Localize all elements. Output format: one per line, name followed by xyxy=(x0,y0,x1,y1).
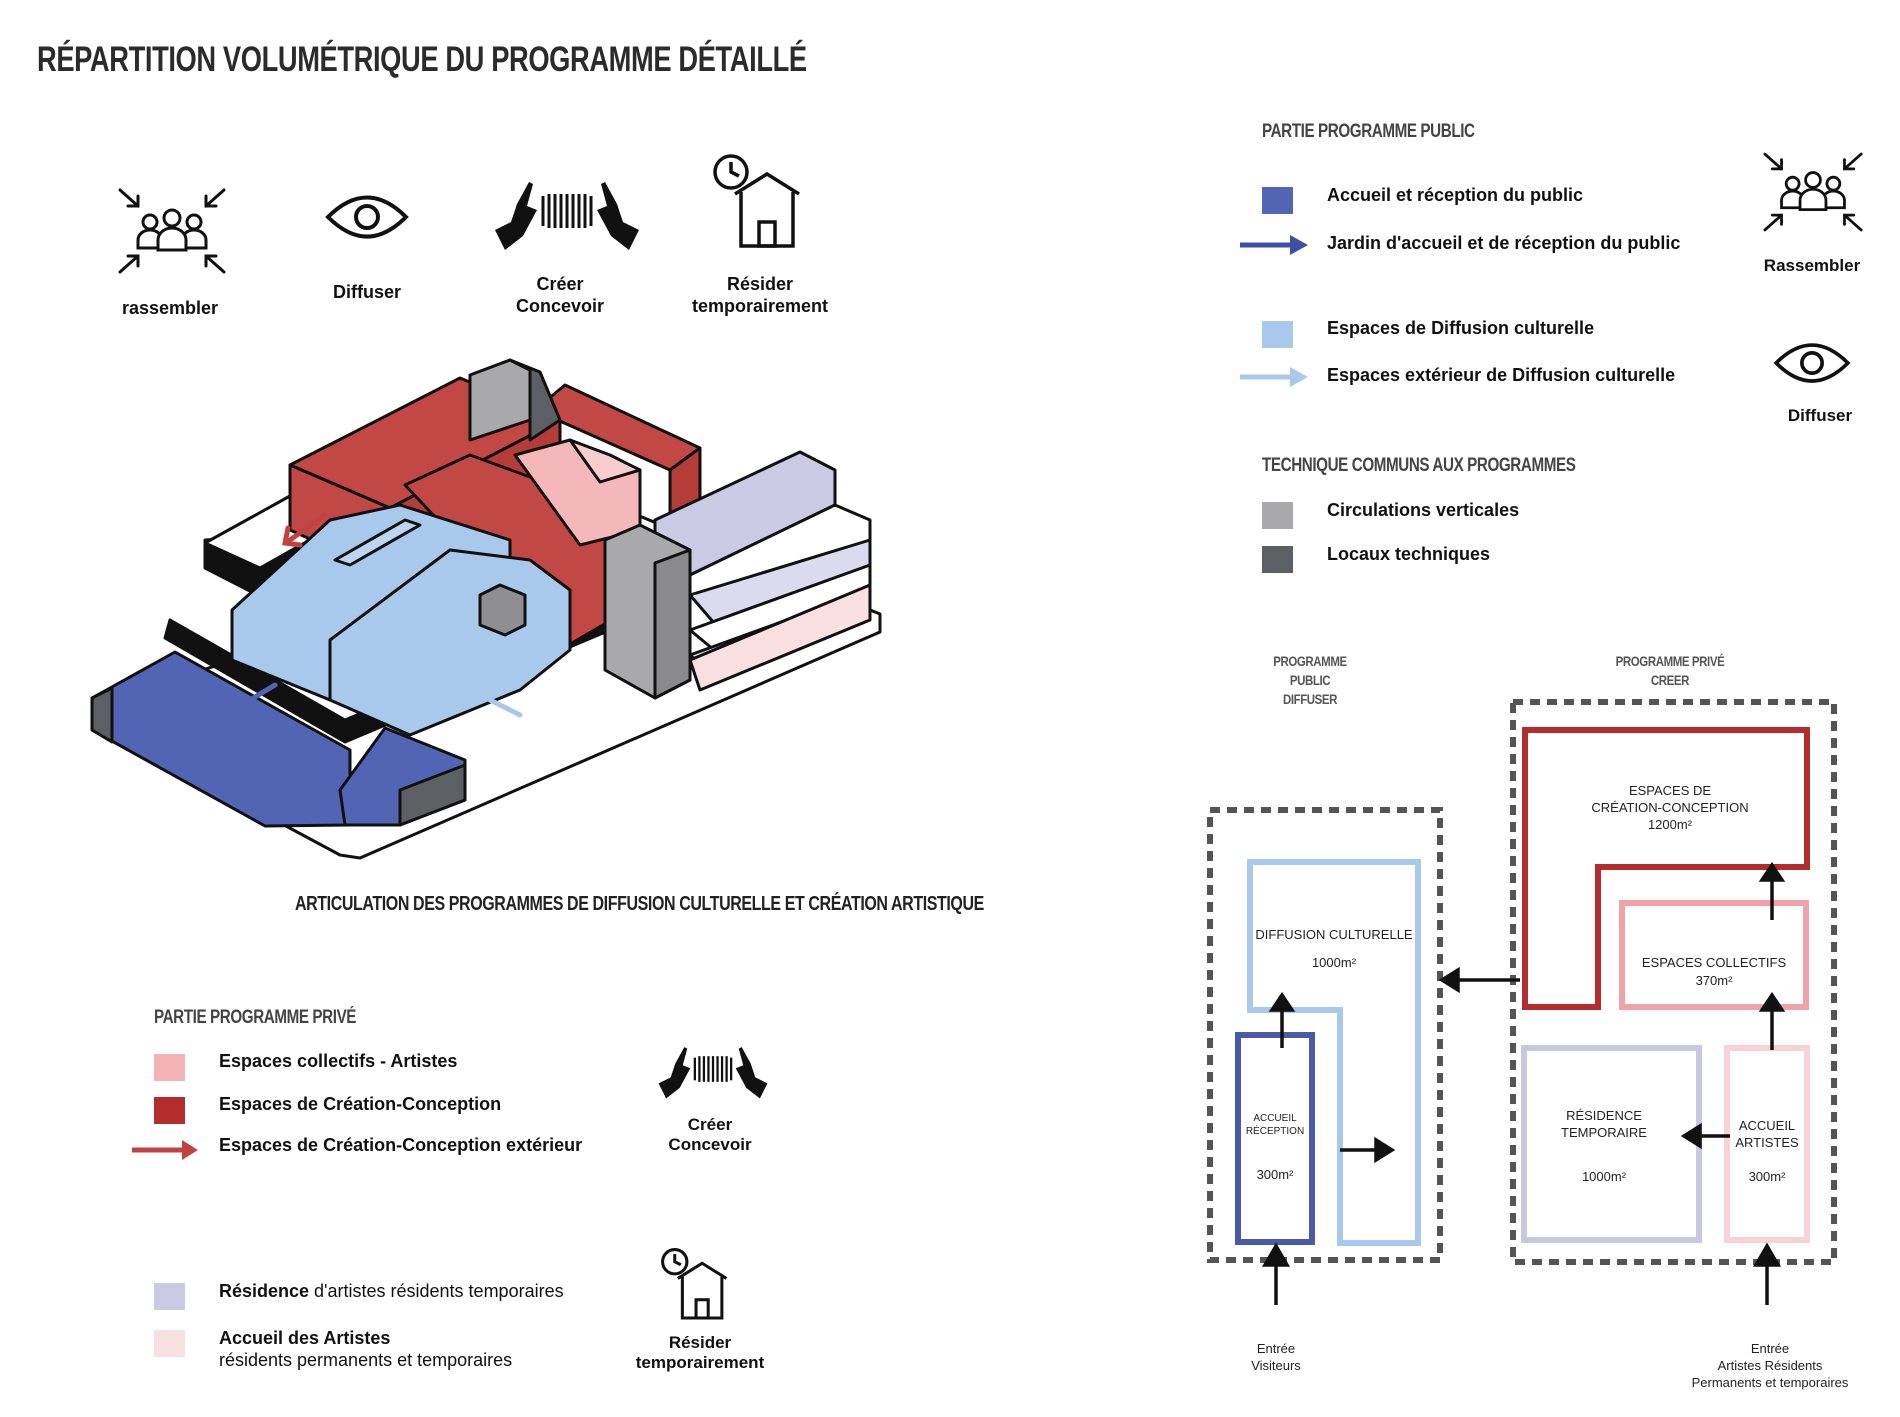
legend-circulations: Circulations verticales xyxy=(1327,500,1520,520)
legend-locaux-techniques: Locaux techniques xyxy=(1327,544,1491,564)
box-diffusion-name: DIFFUSION CULTURELLE xyxy=(1255,927,1413,942)
hands-create-icon xyxy=(495,182,639,250)
public-icon-label-rassembler: Rassembler xyxy=(1763,256,1861,275)
icon-label-creer: Créer Concevoir xyxy=(515,274,605,316)
arrow-creation-exterieur xyxy=(132,1140,198,1160)
box-accueil-artistes-area: 300m² xyxy=(1748,1169,1786,1184)
legend-diffusion: Espaces de Diffusion culturelle xyxy=(1327,318,1595,338)
swatch-collectifs xyxy=(154,1054,185,1081)
axonometric-building-model xyxy=(90,358,882,860)
legend-diffusion-exterieur: Espaces extérieur de Diffusion culturell… xyxy=(1327,365,1676,385)
box-collectifs-area: 370m² xyxy=(1695,973,1733,988)
gather-people-icon xyxy=(118,188,226,274)
public-legend-heading: PARTIE PROGRAMME PUBLIC xyxy=(1262,121,1475,142)
hands-create-icon xyxy=(658,1047,768,1099)
box-accueil-reception-area: 300m² xyxy=(1256,1167,1294,1182)
private-icon-label-creer: Créer Concevoir xyxy=(668,1115,752,1154)
eye-icon xyxy=(1773,343,1851,383)
box-accueil-artistes-name: ACCUEIL ARTISTES xyxy=(1735,1118,1799,1150)
swatch-accueil-public xyxy=(1262,187,1293,214)
arrow-diffusion-exterieur xyxy=(1240,367,1308,387)
public-program-header: PROGRAMME PUBLIC DIFFUSER xyxy=(1273,653,1347,707)
legend-residence: Résidence d'artistes résidents temporair… xyxy=(219,1281,564,1301)
swatch-diffusion xyxy=(1262,321,1293,348)
box-creation-area: 1200m² xyxy=(1647,817,1693,832)
swatch-locaux-techniques xyxy=(1262,546,1293,573)
swatch-residence xyxy=(154,1283,185,1310)
entry-artists-label: Entrée Artistes Résidents Permanents et … xyxy=(1691,1341,1849,1390)
box-diffusion-area: 1000m² xyxy=(1311,955,1357,970)
program-flow-diagram xyxy=(1207,699,1837,1305)
house-clock-icon xyxy=(713,154,800,248)
arrow-jardin-accueil xyxy=(1240,235,1308,255)
icon-label-resider: Résider temporairement xyxy=(691,274,829,316)
box-accueil-reception-name: ACCUEIL RÉCEPTION xyxy=(1245,1113,1305,1137)
swatch-circulations xyxy=(1262,502,1293,529)
private-program-header: PROGRAMME PRIVÉ CREER xyxy=(1615,653,1725,688)
icon-label-diffuser: Diffuser xyxy=(332,282,401,302)
entry-visitors-label: Entrée Visiteurs xyxy=(1251,1341,1301,1373)
private-legend-heading: PARTIE PROGRAMME PRIVÉ xyxy=(154,1007,357,1028)
box-collectifs-name: ESPACES COLLECTIFS xyxy=(1641,955,1787,970)
swatch-accueil-artistes xyxy=(154,1330,185,1357)
box-creation-name: ESPACES DE CRÉATION-CONCEPTION xyxy=(1591,783,1749,815)
tech-legend-heading: TECHNIQUE COMMUNS AUX PROGRAMMES xyxy=(1262,455,1576,476)
gather-people-icon xyxy=(1763,152,1863,232)
private-icon-label-resider: Résider temporairement xyxy=(635,1333,765,1372)
box-residence-name: RÉSIDENCE TEMPORAIRE xyxy=(1561,1108,1647,1140)
eye-icon xyxy=(325,195,409,239)
box-residence-area: 1000m² xyxy=(1581,1169,1627,1184)
swatch-creation xyxy=(154,1097,185,1124)
legend-accueil-public: Accueil et réception du public xyxy=(1327,185,1584,205)
legend-creation: Espaces de Création-Conception xyxy=(219,1094,502,1114)
legend-jardin-accueil: Jardin d'accueil et de réception du publ… xyxy=(1327,233,1681,253)
page-title: RÉPARTITION VOLUMÉTRIQUE DU PROGRAMME DÉ… xyxy=(37,40,807,79)
legend-collectifs: Espaces collectifs - Artistes xyxy=(219,1051,458,1071)
public-icon-label-diffuser: Diffuser xyxy=(1787,406,1853,425)
axo-caption: ARTICULATION DES PROGRAMMES DE DIFFUSION… xyxy=(295,893,984,915)
legend-creation-exterieur: Espaces de Création-Conception extérieur xyxy=(219,1135,583,1155)
house-clock-icon xyxy=(661,1248,728,1320)
icon-label-rassembler: rassembler xyxy=(121,298,219,318)
